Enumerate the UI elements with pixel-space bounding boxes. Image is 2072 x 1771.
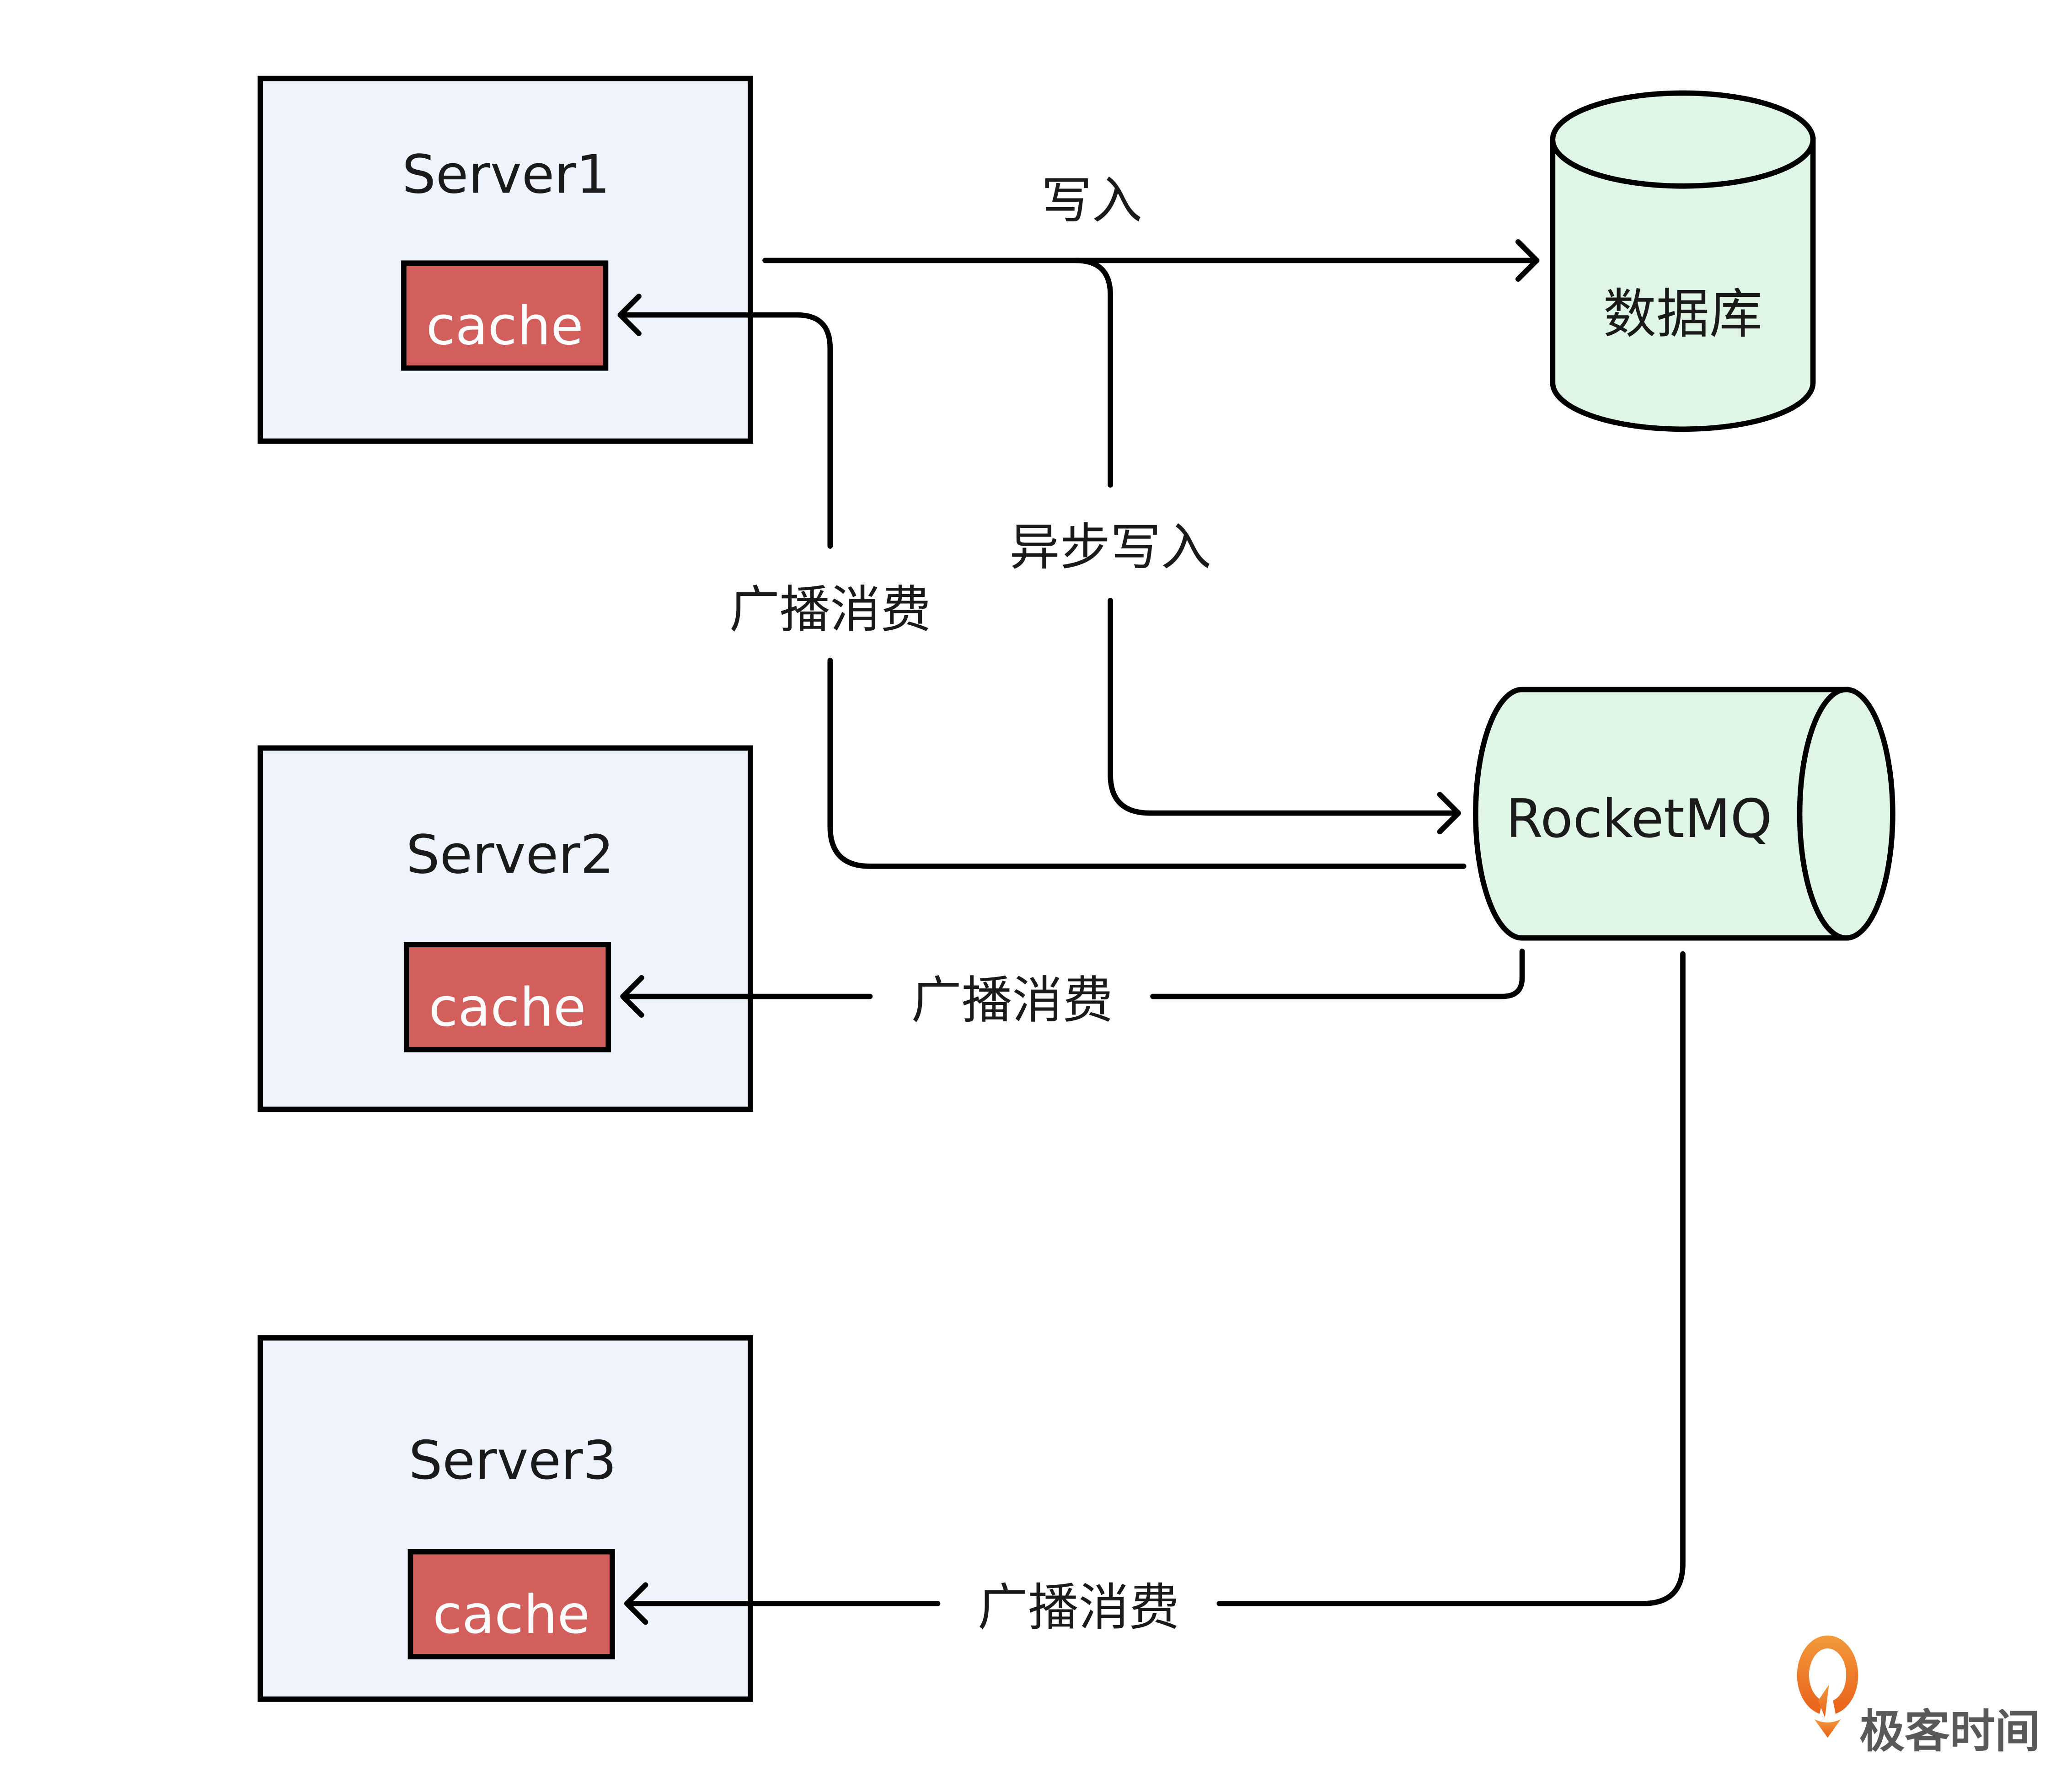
edge-broadcast-1-label: 广播消费 [729,581,931,639]
rocketmq-cylinder-body [1473,687,1849,941]
database-node[interactable]: 数据库 [1550,90,1816,432]
watermark-text: 极客时间 [1859,1706,2040,1758]
server-3-node[interactable]: Server3 cache [257,1335,753,1702]
server-1-cache-box [401,260,609,371]
edge-async-write-arrowhead [1437,792,1461,835]
server-2-cache-box [403,942,611,1052]
edge-broadcast-3-line-right [1216,951,1686,1606]
server-1-label: Server1 [402,144,610,205]
server-1-cache[interactable]: cache [401,260,609,371]
edge-broadcast-2-line-right [1150,948,1525,999]
edge-broadcast-1-arrowhead [617,294,642,336]
edge-broadcast-2-label: 广播消费 [911,971,1113,1030]
edge-broadcast-2-arrowhead [620,975,644,1018]
edge-broadcast-1-line-top [617,312,833,549]
edge-write-arrowhead [1515,239,1540,282]
server-1-cache-label: cache [426,295,584,357]
watermark: 极客时间 [1797,1635,2040,1758]
edge-broadcast-1-line-bottom [827,657,1467,869]
server-2-node[interactable]: Server2 cache [257,745,753,1112]
server-3-box [257,1335,753,1702]
database-cylinder-body [1550,137,1816,432]
server-2-cache[interactable]: cache [403,942,611,1052]
edge-async-write-label: 异步写入 [1009,519,1211,577]
server-3-cache-label: cache [433,1584,590,1646]
server-3-label: Server3 [409,1430,617,1492]
edge-broadcast-2: 广播消费 [620,948,1525,1030]
server-2-label: Server2 [406,824,614,886]
edge-broadcast-3: 广播消费 [624,951,1686,1637]
rocketmq-cylinder-end [1797,687,1895,941]
rocketmq-node[interactable]: RocketMQ [1473,687,1895,941]
edge-async-write: 异步写入 [1009,258,1461,835]
geektime-logo-icon [1797,1635,1858,1738]
edge-broadcast-3-arrowhead [624,1582,648,1625]
server-1-node[interactable]: Server1 cache [257,75,753,444]
edge-async-write-line-bottom [1108,598,1461,816]
server-2-cache-label: cache [429,977,586,1038]
rocketmq-label: RocketMQ [1506,788,1772,850]
server-3-cache[interactable]: cache [407,1549,615,1659]
server-1-box [257,75,753,444]
edge-broadcast-1: 广播消费 [617,294,1467,869]
database-label: 数据库 [1603,283,1762,345]
edge-write: 写入 [762,172,1540,282]
edge-write-label: 写入 [1041,172,1142,230]
server-2-box [257,745,753,1112]
server-3-cache-box [407,1549,615,1659]
edge-async-write-line-top [1073,258,1113,488]
edge-broadcast-3-label: 广播消费 [978,1578,1179,1637]
database-cylinder-top [1550,90,1816,189]
